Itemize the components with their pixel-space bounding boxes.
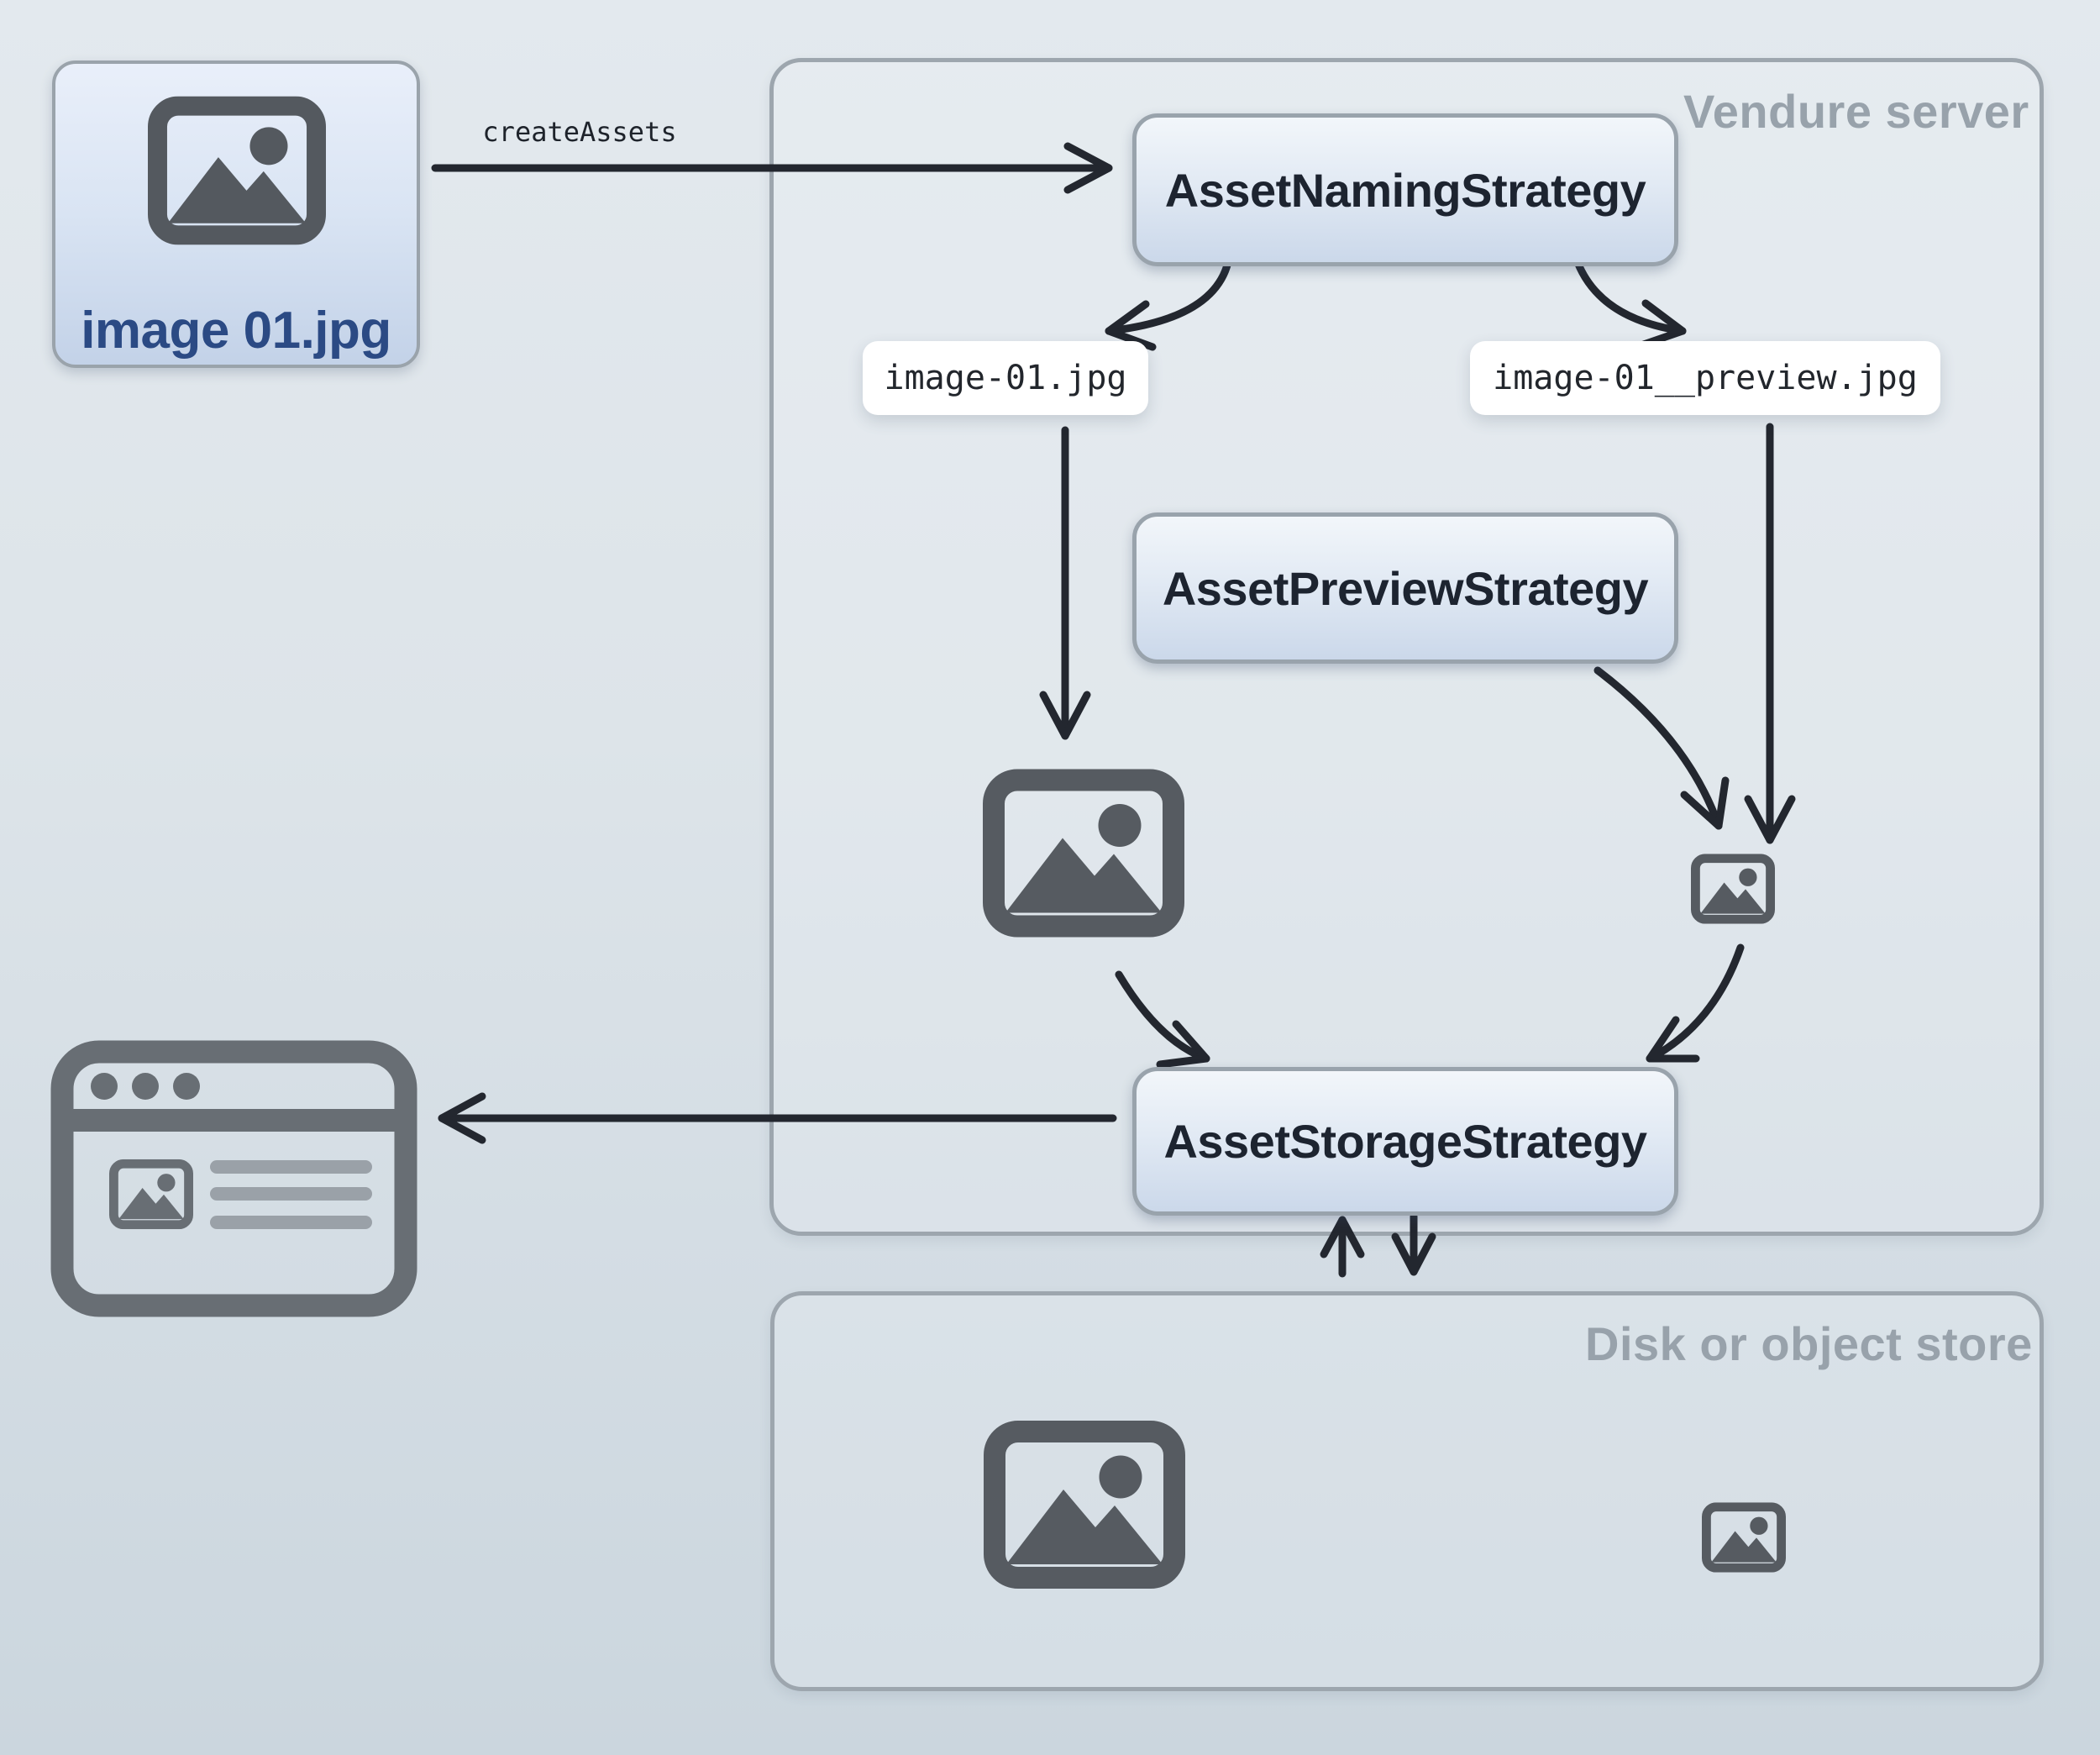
asset-storage-strategy-node: AssetStorageStrategy (1132, 1067, 1678, 1216)
filename-chip-source: image-01.jpg (863, 341, 1148, 415)
disk-store-container (770, 1291, 2044, 1691)
stored-source-image-icon (984, 1417, 1185, 1592)
source-image-card: image 01.jpg (52, 60, 420, 368)
preview-image-icon-small (1691, 853, 1775, 925)
browser-window-icon (50, 1040, 417, 1317)
disk-store-title: Disk or object store (1585, 1317, 2033, 1370)
create-assets-label: createAssets (482, 116, 677, 148)
source-image-icon-large (983, 767, 1184, 939)
vendure-server-title: Vendure server (1683, 85, 2029, 138)
source-image-label: image 01.jpg (81, 302, 391, 360)
filename-chip-preview: image-01__preview.jpg (1470, 341, 1940, 415)
stored-preview-image-icon (1702, 1501, 1786, 1574)
asset-preview-strategy-node: AssetPreviewStrategy (1132, 512, 1678, 664)
asset-naming-strategy-node: AssetNamingStrategy (1132, 113, 1678, 266)
image-icon (148, 89, 326, 252)
